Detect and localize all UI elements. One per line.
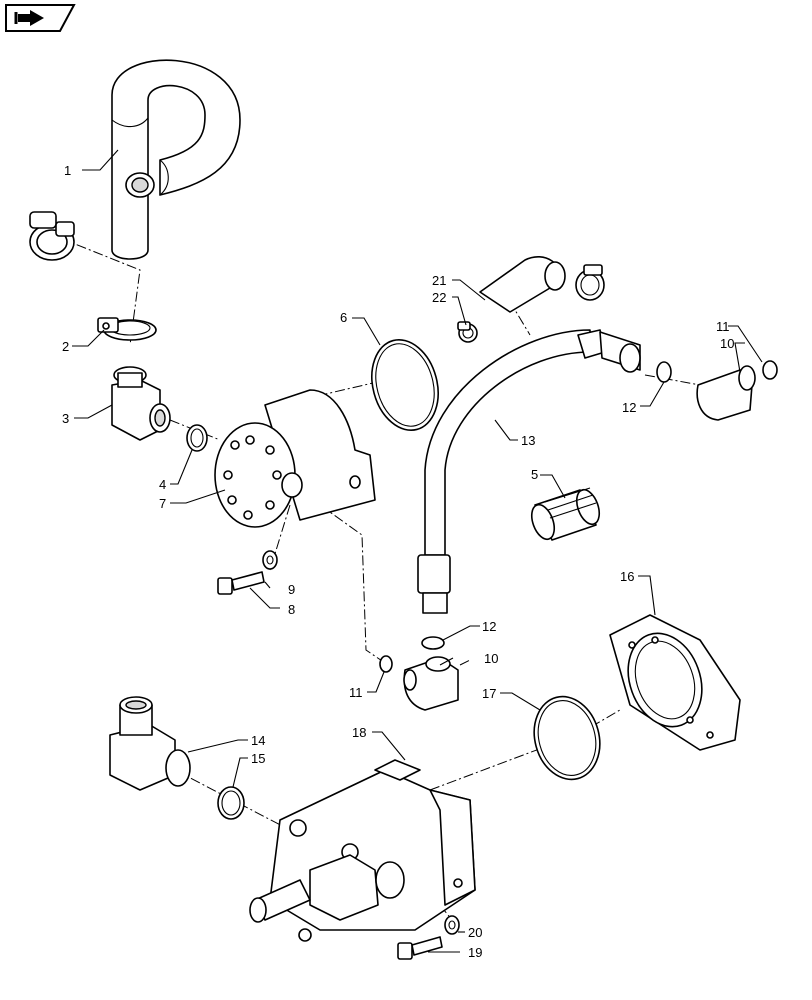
callout-10-mid: 10 [484,651,498,666]
callout-20: 20 [468,925,482,940]
part-6-o-ring[interactable] [362,332,448,437]
leader-lines [72,149,763,953]
callout-17: 17 [482,686,496,701]
callout-18: 18 [352,725,366,740]
part-8-bolt[interactable] [217,571,265,595]
callout-14: 14 [251,733,265,748]
part-1-hose[interactable] [111,59,241,260]
part-15-o-ring[interactable] [217,786,245,820]
part-5-coupling[interactable] [527,487,603,543]
callout-1: 1 [64,163,71,178]
part-11-o-ring-top[interactable] [762,360,778,380]
callout-9: 9 [288,582,295,597]
callout-15: 15 [251,751,265,766]
callout-21: 21 [432,273,446,288]
callout-4: 4 [159,477,166,492]
callout-16: 16 [620,569,634,584]
part-10-elbow-mid[interactable] [403,656,459,711]
callout-6: 6 [340,310,347,325]
callout-10-top: 10 [720,336,734,351]
callout-11-top: 11 [716,319,730,334]
hose-clamp-21[interactable] [575,264,605,301]
callout-13: 13 [521,433,535,448]
callout-labels: 1 2 3 4 7 6 9 8 13 5 16 11 10 12 12 10 1… [62,163,734,960]
part-19-bolt[interactable] [397,936,443,960]
part-4-o-ring[interactable] [186,424,208,452]
part-22-clip[interactable] [457,321,478,343]
callout-22: 22 [432,290,446,305]
callout-8: 8 [288,602,295,617]
part-20-washer[interactable] [444,915,460,935]
part-14-elbow-fitting[interactable] [109,696,191,791]
part-17-o-ring[interactable] [525,689,609,787]
part-18-piston-pump[interactable] [249,759,476,942]
hose-clamp[interactable] [29,211,75,261]
part-9-washer[interactable] [262,550,278,570]
callout-19: 19 [468,945,482,960]
callout-12-top: 12 [622,400,636,415]
part-16-flange[interactable] [609,614,741,751]
part-12-o-ring-mid[interactable] [421,636,445,650]
part-7-gear-pump[interactable] [214,389,376,528]
part-10-elbow-top[interactable] [696,365,756,421]
callout-3: 3 [62,411,69,426]
callout-11-mid: 11 [349,685,363,700]
part-3-elbow-fitting[interactable] [111,366,171,441]
next-page-arrow-icon[interactable] [4,3,76,33]
part-12-o-ring-top[interactable] [656,361,672,383]
part-21-hose[interactable] [479,255,566,313]
part-2-clamp[interactable] [97,317,157,341]
callout-5: 5 [531,467,538,482]
callout-7: 7 [159,496,166,511]
part-13-hose[interactable] [417,329,641,614]
callout-12-mid: 12 [482,619,496,634]
callout-2: 2 [62,339,69,354]
part-11-o-ring-mid[interactable] [379,655,393,673]
